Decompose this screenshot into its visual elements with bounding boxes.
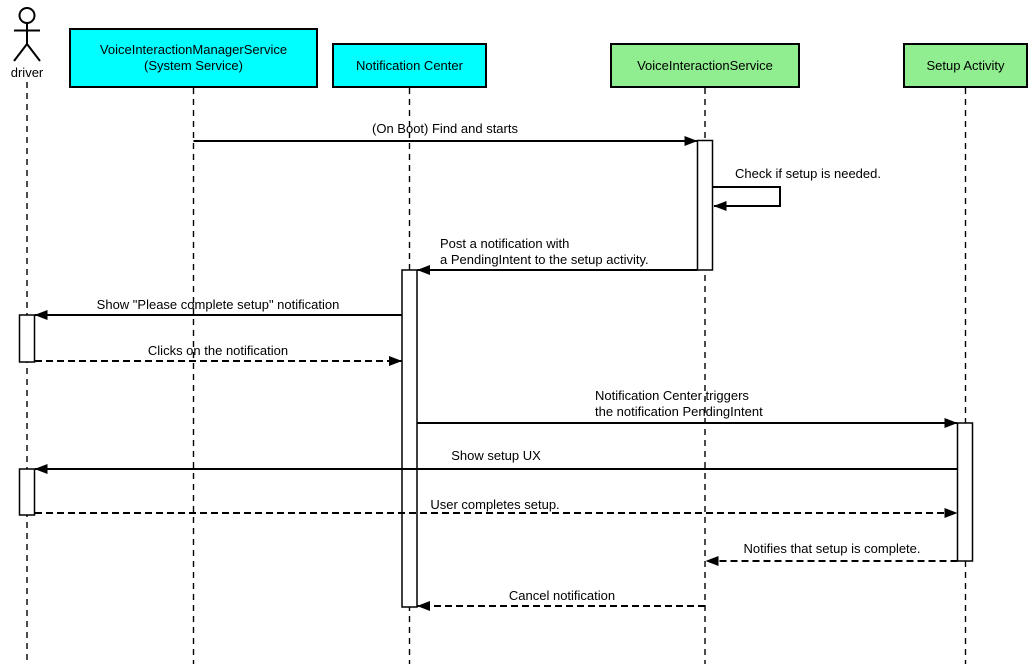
message-user-completes-setup: User completes setup. [430, 497, 560, 512]
activation-voice-interaction-service [696, 139, 714, 271]
message-check-if-setup-needed: Check if setup is needed. [735, 166, 881, 181]
actor-driver-icon [13, 7, 41, 62]
activation-driver-1 [18, 314, 36, 363]
message-show-complete-setup-notification: Show "Please complete setup" notificatio… [96, 297, 340, 312]
message-post-notification: Post a notification with a PendingIntent… [440, 236, 649, 267]
activation-setup-activity [956, 422, 974, 562]
message-show-setup-ux: Show setup UX [451, 448, 541, 463]
message-triggers-pendingintent: Notification Center triggers the notific… [595, 388, 763, 419]
message-cancel-notification: Cancel notification [508, 588, 616, 603]
arrow-check-if-setup-needed-self [712, 186, 781, 211]
participant-voice-interaction-manager-service: VoiceInteractionManagerService (System S… [69, 28, 318, 88]
participant-notification-center: Notification Center [332, 43, 487, 88]
message-on-boot-find-and-starts: (On Boot) Find and starts [372, 121, 518, 136]
message-notifies-setup-complete: Notifies that setup is complete. [743, 541, 921, 556]
participant-voice-interaction-service: VoiceInteractionService [610, 43, 800, 88]
actor-driver-label: driver [10, 65, 44, 80]
activation-driver-2 [18, 468, 36, 516]
message-clicks-on-notification: Clicks on the notification [147, 343, 289, 358]
participant-setup-activity: Setup Activity [903, 43, 1028, 88]
activation-notification-center [401, 269, 418, 608]
